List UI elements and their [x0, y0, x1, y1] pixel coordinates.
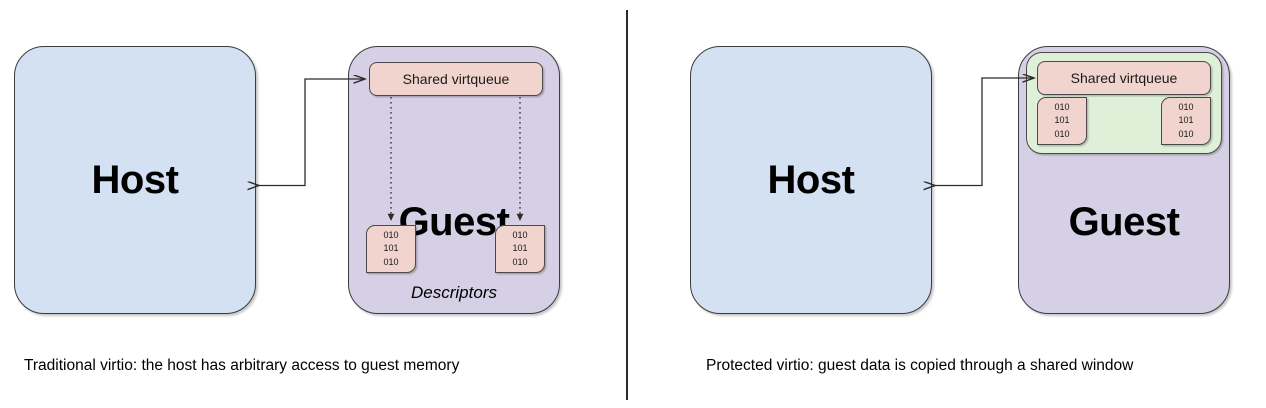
guest-label: Guest — [398, 200, 510, 244]
descriptor-line: 010 — [1054, 128, 1070, 139]
descriptor-line: 010 — [383, 230, 399, 241]
descriptors-label: Descriptors — [411, 283, 497, 302]
descriptor-line: 101 — [512, 243, 528, 254]
descriptor-line: 101 — [1054, 115, 1070, 126]
descriptor-line: 010 — [383, 256, 399, 267]
panel-protected-virtio: Host Guest Shared virtqueue 010 101 010 … — [633, 0, 1266, 408]
guest-label: Guest — [1068, 200, 1180, 244]
descriptor-box[interactable]: 010 101 010 — [1161, 97, 1211, 145]
host-box-protected[interactable]: Host — [690, 46, 932, 314]
descriptor-box[interactable]: 010 101 010 — [1037, 97, 1087, 145]
panel-traditional-virtio: Host Guest Shared virtqueue 010 101 010 … — [14, 46, 560, 374]
descriptor-line: 101 — [1178, 115, 1194, 126]
descriptor-line: 010 — [1054, 102, 1070, 113]
descriptor-line: 010 — [1178, 102, 1194, 113]
shared-virtqueue-box-protected[interactable]: Shared virtqueue — [1037, 61, 1211, 95]
host-box-traditional[interactable]: Host — [14, 46, 256, 314]
panel-divider — [626, 10, 628, 400]
host-label: Host — [91, 158, 179, 202]
host-label: Host — [767, 158, 855, 202]
descriptor-line: 010 — [1178, 128, 1194, 139]
descriptor-line: 101 — [383, 243, 399, 254]
descriptor-box[interactable]: 010 101 010 — [366, 225, 416, 273]
shared-virtqueue-box-traditional[interactable]: Shared virtqueue — [369, 62, 543, 96]
descriptor-line: 010 — [512, 256, 528, 267]
panel-caption-protected: Protected virtio: guest data is copied t… — [706, 357, 1134, 374]
descriptor-box[interactable]: 010 101 010 — [495, 225, 545, 273]
panel-caption-traditional: Traditional virtio: the host has arbitra… — [24, 357, 460, 374]
descriptor-line: 010 — [512, 230, 528, 241]
